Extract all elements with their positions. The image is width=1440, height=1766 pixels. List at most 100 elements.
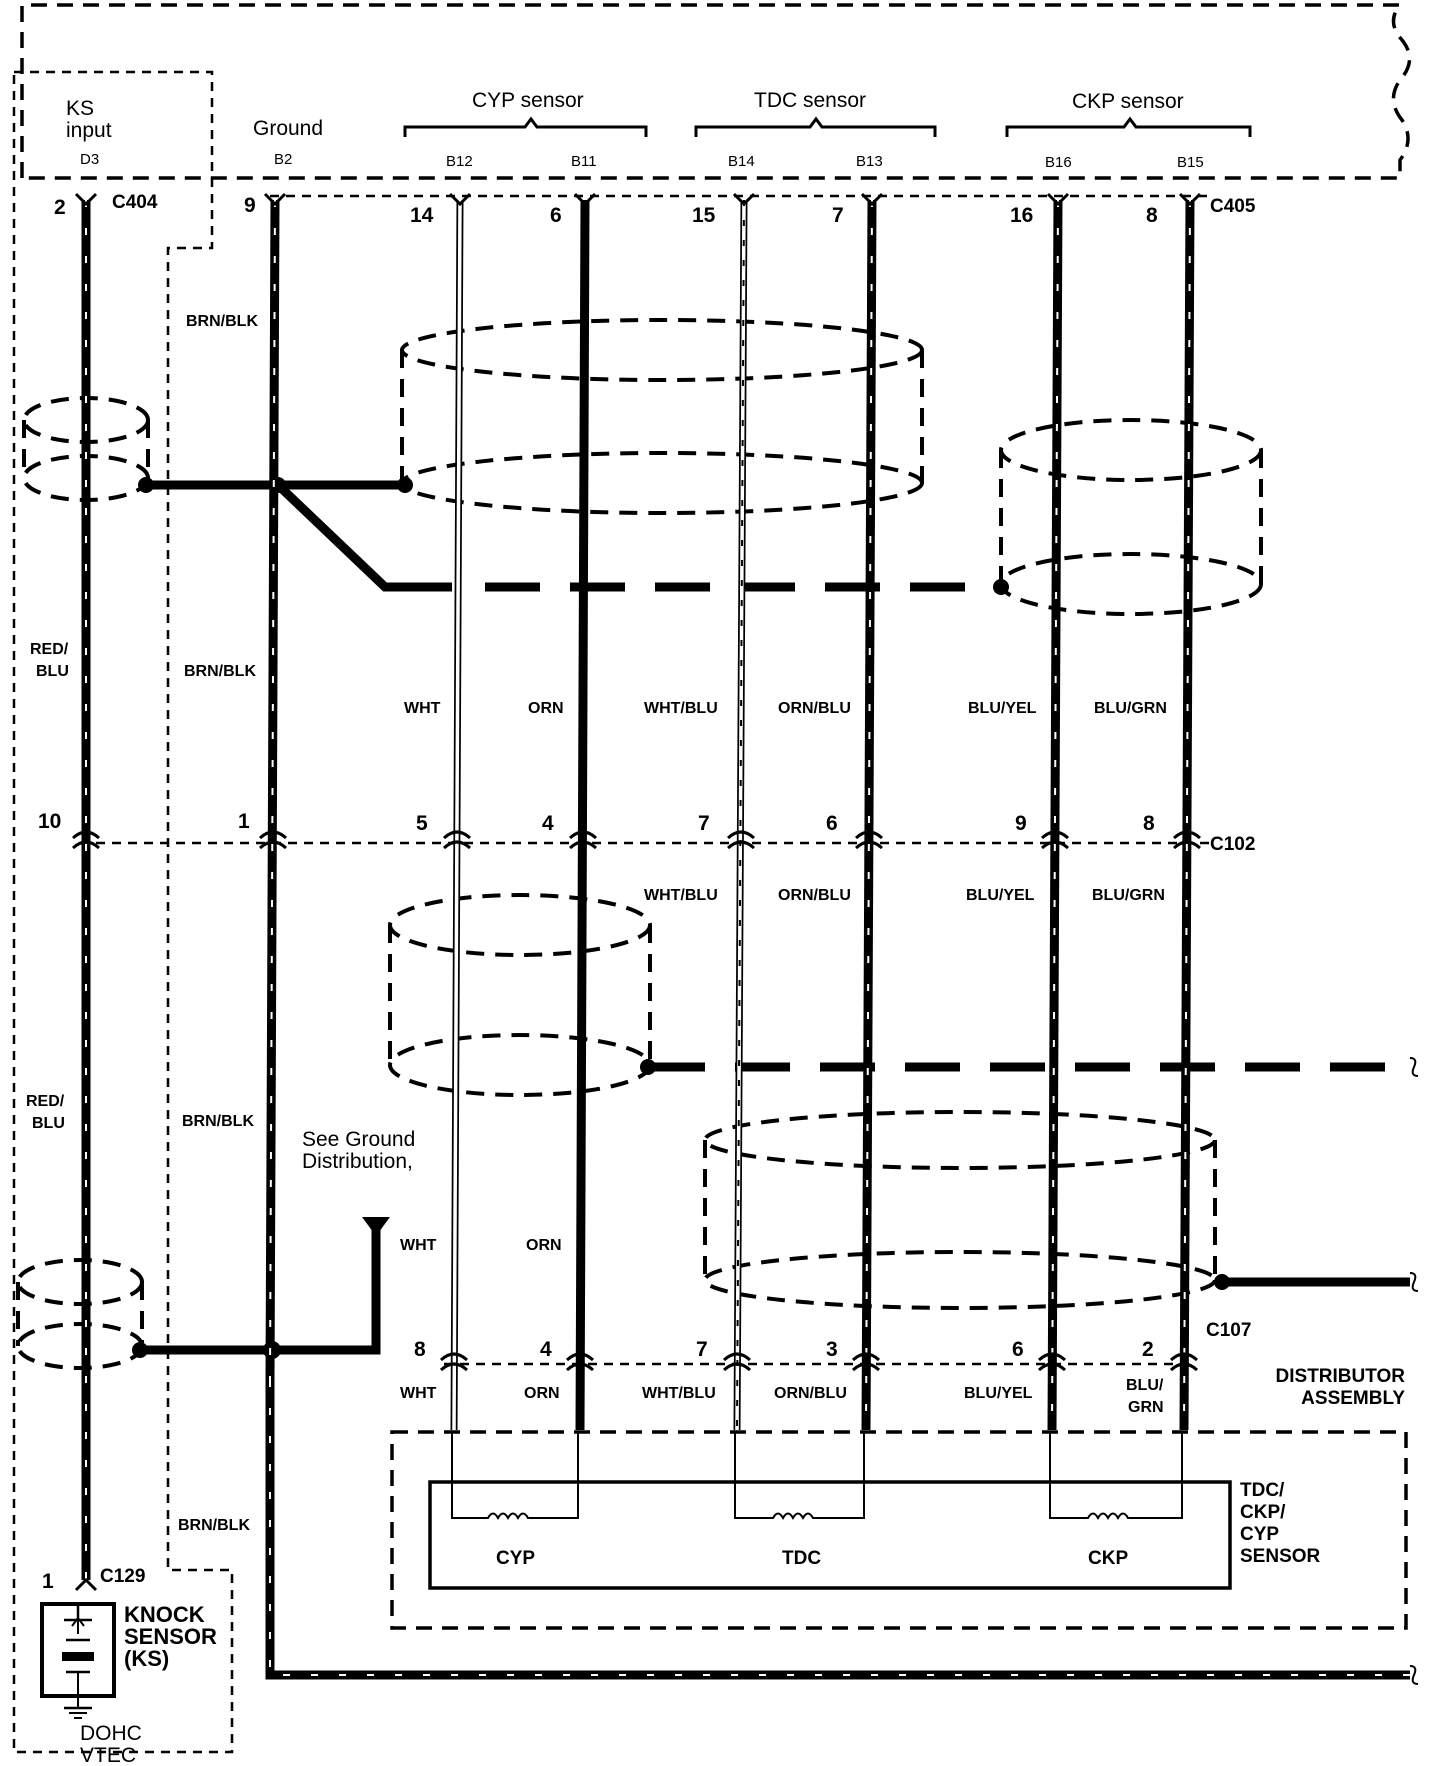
c102-pin-4: 4 — [542, 812, 554, 835]
ground-pin-label: B2 — [274, 151, 292, 168]
wht-blu-label-3: WHT/BLU — [642, 1385, 716, 1402]
svg-text:TDC sensor: TDC sensor — [754, 89, 866, 112]
cyp-shield-lower — [388, 893, 652, 1097]
wht-label-3: WHT — [400, 1385, 437, 1402]
orn-blu-label-3: ORN/BLU — [774, 1385, 847, 1402]
distributor-label-1: DISTRIBUTOR — [1276, 1366, 1406, 1387]
knock-sensor-icon — [40, 1602, 116, 1719]
ground-wire-label-1: BRN/BLK — [186, 313, 258, 330]
distributor-label-2: ASSEMBLY — [1301, 1388, 1405, 1409]
ks-wire-label-lower-1: RED/ — [26, 1093, 65, 1110]
wire-tdc-a — [733, 199, 748, 1431]
ground-bus — [265, 1380, 1419, 1685]
coil-label-ckp: CKP — [1088, 1548, 1128, 1569]
c405-pin-6: 6 — [550, 204, 562, 227]
sensor-box-label-3: CYP — [1240, 1524, 1279, 1545]
c405-pin-14: 14 — [410, 204, 434, 227]
cyp-tdc-shield-upper — [400, 318, 924, 515]
c129-pin: 1 — [42, 1570, 54, 1593]
ecm-boundary — [20, 3, 1412, 180]
blu-grn-label-3b: GRN — [1128, 1399, 1164, 1416]
ground-wire-label-3: BRN/BLK — [182, 1113, 254, 1130]
ground-wire-label-4: BRN/BLK — [178, 1517, 250, 1534]
ground-wire-label-2: BRN/BLK — [184, 663, 256, 680]
ks-wire-label-upper-2: BLU — [36, 663, 69, 680]
c129-name: C129 — [100, 1566, 145, 1587]
c102-pin-5: 5 — [416, 812, 428, 835]
ckp-shield-upper — [999, 418, 1263, 616]
knock-sensor-label-2: SENSOR — [124, 1624, 217, 1649]
wht-label-2: WHT — [400, 1237, 437, 1254]
c405-pin-9: 9 — [244, 194, 256, 217]
c405-pin-15: 15 — [692, 204, 716, 227]
variant-label-1: DOHC — [80, 1722, 142, 1745]
dohc-vtec-boundary — [12, 70, 234, 1754]
c102-pin-8: 8 — [1143, 812, 1155, 835]
wire-tdc-b — [861, 199, 877, 1431]
ks-pin-label: D3 — [80, 151, 99, 168]
svg-text:CYP sensor: CYP sensor — [472, 89, 584, 112]
sensor-box-label-2: CKP/ — [1240, 1502, 1286, 1523]
c107-pin-7: 7 — [696, 1338, 708, 1361]
drain-middle — [640, 1057, 1419, 1077]
c102-pin-6: 6 — [826, 812, 838, 835]
sensor-box-label-4: SENSOR — [1240, 1546, 1321, 1567]
variant-label-2: VTEC — [80, 1744, 136, 1766]
coil-label-cyp: CYP — [496, 1548, 535, 1569]
wire-ground — [265, 199, 280, 1381]
svg-text:B16: B16 — [1045, 154, 1072, 171]
wire-cyp-a — [450, 199, 464, 1431]
blu-grn-label-2: BLU/GRN — [1092, 887, 1165, 904]
orn-label-2: ORN — [526, 1237, 562, 1254]
drain-upper — [138, 477, 1009, 595]
c404-name: C404 — [112, 192, 158, 213]
svg-text:B15: B15 — [1177, 154, 1204, 171]
c107-pin-4: 4 — [540, 1338, 552, 1361]
orn-blu-label-1: ORN/BLU — [778, 700, 851, 717]
tdc-coil-icon — [734, 1432, 865, 1521]
cyp-sensor-group: CYP sensor B12 B11 — [403, 89, 648, 170]
drain-ks-lower — [132, 1217, 390, 1359]
ks-wire-label-lower-2: BLU — [32, 1115, 65, 1132]
c405-pin-8: 8 — [1146, 204, 1158, 227]
blu-yel-label-3: BLU/YEL — [964, 1385, 1033, 1402]
wht-label-1: WHT — [404, 700, 441, 717]
svg-text:B12: B12 — [446, 153, 473, 170]
connector-markers — [71, 192, 1202, 1592]
c102-pin-10: 10 — [38, 810, 61, 833]
blu-grn-label-3a: BLU/ — [1126, 1377, 1164, 1394]
c107-pin-3: 3 — [826, 1338, 838, 1361]
tdc-ckp-cyp-sensor-box — [428, 1480, 1232, 1590]
c102-name: C102 — [1210, 834, 1255, 855]
ckp-sensor-group: CKP sensor B16 B15 — [1005, 90, 1252, 171]
svg-text:B14: B14 — [728, 153, 755, 170]
tdc-sensor-group: TDC sensor B14 B13 — [694, 89, 937, 170]
coil-label-tdc: TDC — [782, 1548, 821, 1569]
knock-sensor-label-1: KNOCK — [124, 1602, 205, 1627]
ks-wire-label-upper-1: RED/ — [30, 641, 69, 658]
wht-blu-label-1: WHT/BLU — [644, 700, 718, 717]
c102-pin-7: 7 — [698, 812, 710, 835]
ks-shield-lower — [16, 1258, 144, 1370]
sensor-box-label-1: TDC/ — [1240, 1480, 1285, 1501]
orn-label-3: ORN — [524, 1385, 560, 1402]
c107-pin-2: 2 — [1142, 1338, 1154, 1361]
distributor-assembly-boundary — [390, 1430, 1408, 1630]
tdc-ckp-shield-lower — [703, 1110, 1217, 1310]
ground-label: Ground — [253, 117, 323, 140]
svg-text:B11: B11 — [571, 153, 597, 170]
c107-name: C107 — [1206, 1320, 1251, 1341]
blu-grn-label-1: BLU/GRN — [1094, 700, 1167, 717]
blu-yel-label-2: BLU/YEL — [966, 887, 1035, 904]
c107-pin-8: 8 — [414, 1338, 426, 1361]
wire-cyp-b — [575, 199, 590, 1431]
blu-yel-label-1: BLU/YEL — [968, 700, 1037, 717]
wire-ckp-a — [1047, 199, 1063, 1431]
c405-pin-7: 7 — [832, 204, 844, 227]
c405-pin-16: 16 — [1010, 204, 1033, 227]
c404-pin: 2 — [54, 196, 66, 219]
c107-pin-6: 6 — [1012, 1338, 1024, 1361]
orn-blu-label-2: ORN/BLU — [778, 887, 851, 904]
ground-note-2: Distribution, — [302, 1150, 413, 1173]
